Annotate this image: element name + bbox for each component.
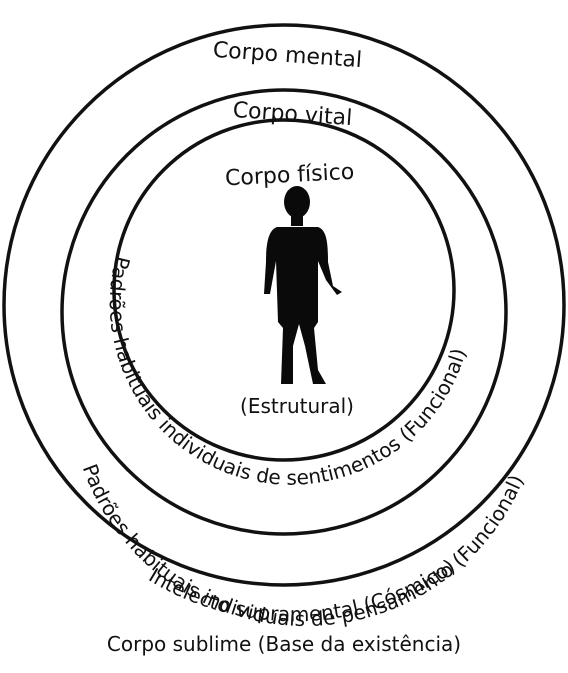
outer-ring-corpo-mental	[2, 23, 566, 587]
human-figure-icon	[264, 186, 342, 384]
outer-ring-arc-text: Intelecto supramental (Cósmico)	[145, 554, 460, 626]
inner-ring-corpo-fisico	[112, 118, 456, 462]
outer-ring-title: Corpo mental	[212, 38, 363, 73]
outer-ring-arc-label: Intelecto supramental (Cósmico)	[145, 554, 460, 626]
footer-caption: Corpo sublime (Base da existência)	[106, 632, 462, 656]
middle-ring-corpo-vital	[60, 88, 508, 536]
inner-caption: (Estrutural)	[240, 394, 354, 418]
inner-ring-title: Corpo físico	[224, 160, 354, 192]
middle-ring-title: Corpo vital	[232, 98, 353, 131]
